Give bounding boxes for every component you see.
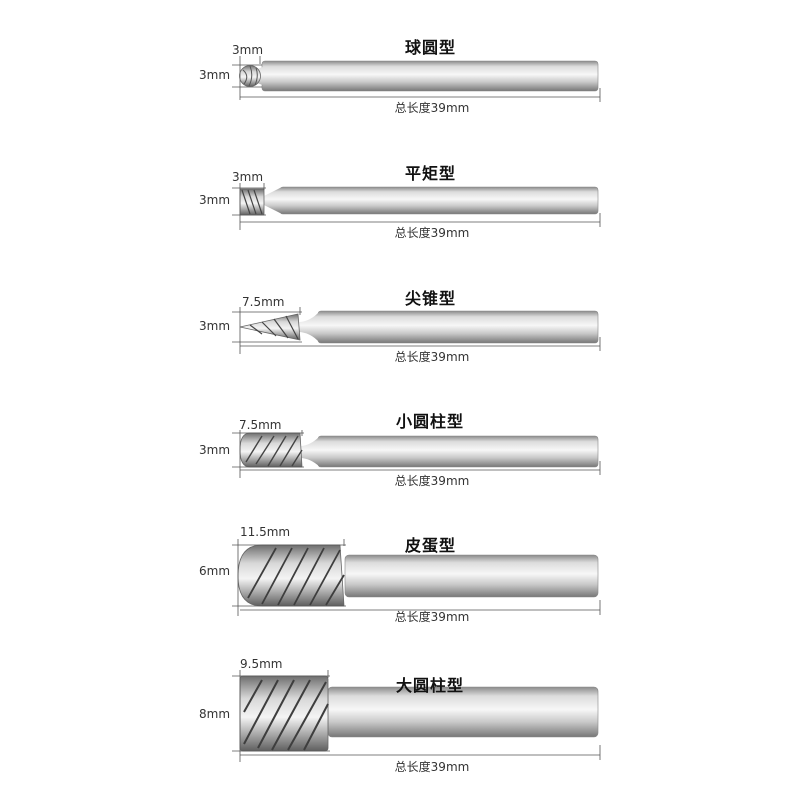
head-size-ball: 3mm — [232, 43, 264, 57]
shank-size-egg: 6mm — [199, 564, 231, 578]
neck — [298, 311, 320, 343]
total-length-large-cylinder: 总长度39mm — [394, 760, 470, 774]
tool-title-flat: 平矩型 — [405, 164, 457, 183]
tool-title-large-cylinder: 大圆柱型 — [396, 676, 465, 695]
head-size-cone: 7.5mm — [242, 295, 285, 309]
shank-size-large-cylinder: 8mm — [199, 707, 231, 721]
head-size-small-cylinder: 7.5mm — [239, 418, 282, 432]
shank-size-small-cylinder: 3mm — [199, 443, 231, 457]
tool-title-ball: 球圆型 — [405, 38, 457, 57]
head-size-large-cylinder: 9.5mm — [240, 657, 283, 671]
total-length-flat: 总长度39mm — [394, 226, 470, 240]
tool-ball — [239, 60, 599, 92]
tool-flat — [239, 186, 599, 216]
total-length-small-cylinder: 总长度39mm — [394, 474, 470, 488]
tool-cone — [239, 310, 599, 344]
egg-head — [237, 544, 345, 607]
total-length-cone: 总长度39mm — [394, 350, 470, 364]
shank — [344, 554, 599, 598]
tool-title-egg: 皮蛋型 — [405, 536, 457, 555]
neck — [264, 187, 282, 214]
head-size-flat: 3mm — [232, 170, 264, 184]
shank-size-ball: 3mm — [199, 68, 231, 82]
shank-size-cone: 3mm — [199, 319, 231, 333]
total-length-egg: 总长度39mm — [394, 610, 470, 624]
total-length-ball: 总长度39mm — [394, 101, 470, 115]
tool-title-small-cylinder: 小圆柱型 — [396, 412, 465, 431]
ball-head — [239, 65, 261, 87]
head-size-egg: 11.5mm — [240, 525, 291, 539]
large-cylinder-head — [239, 675, 329, 752]
shank — [279, 186, 599, 215]
dimension-lines — [232, 56, 601, 762]
tool-small-cylinder — [239, 432, 599, 468]
shank — [261, 60, 599, 92]
tool-egg — [237, 544, 599, 607]
shank — [317, 310, 599, 344]
shank-size-flat: 3mm — [199, 193, 231, 207]
neck — [300, 436, 320, 467]
tool-title-cone: 尖锥型 — [405, 289, 457, 308]
cone-head — [239, 313, 301, 341]
shank — [317, 435, 599, 468]
tool-large-cylinder — [239, 675, 599, 752]
